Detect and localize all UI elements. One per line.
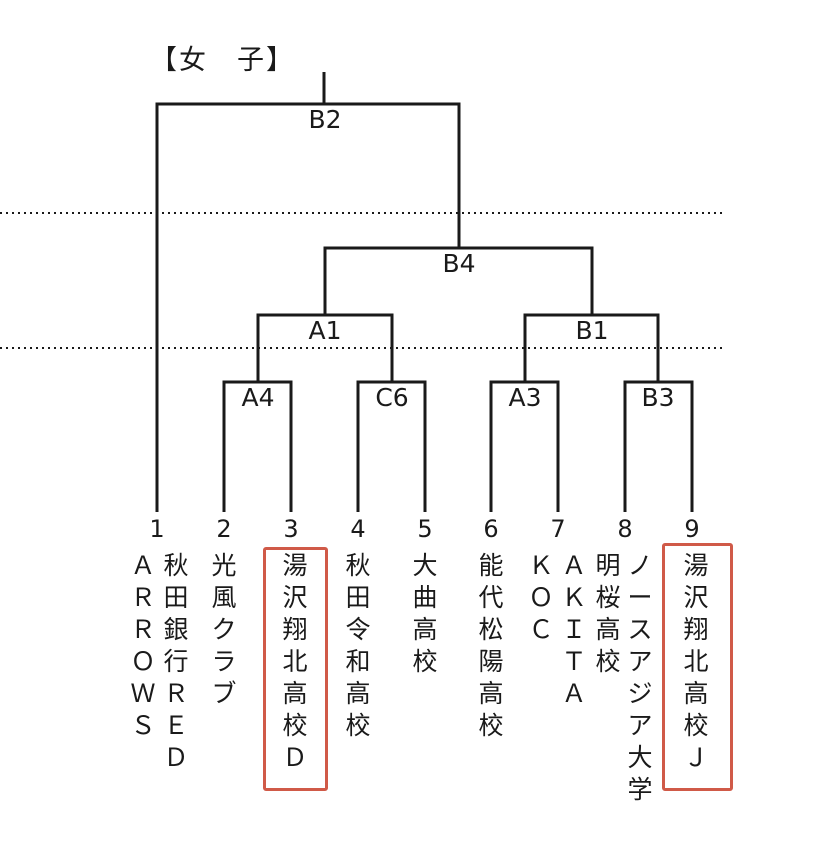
highlight-box-team-9 (662, 543, 733, 791)
team-number-1: 1 (149, 515, 165, 543)
match-label-b3: B3 (640, 383, 676, 412)
match-label-c6: C6 (374, 383, 410, 412)
team-8-name-col-1: 明桜高校 (595, 551, 621, 676)
match-label-a4: A4 (240, 383, 276, 412)
team-5-name: 大曲高校 (412, 551, 438, 676)
match-label-a1: A1 (307, 316, 343, 345)
team-6-name: 能代松陽高校 (478, 551, 504, 740)
team-9-name: 湯沢翔北高校Ｊ (683, 551, 709, 772)
team-1-name-col-1: ＡＲＲＯＷＳ (130, 551, 156, 740)
match-a4-lines (222, 380, 293, 512)
team-number-4: 4 (350, 515, 366, 543)
match-a3-lines (489, 380, 560, 512)
team-number-5: 5 (417, 515, 433, 543)
bracket-title: 【女 子】 (150, 45, 295, 76)
match-label-b1: B1 (574, 316, 610, 345)
highlight-box-team-3 (263, 547, 328, 791)
team-7-name-col-1: ＫＯＣ (528, 551, 554, 644)
team-2-name: 光風クラブ (211, 551, 237, 708)
team-8-name-col-2: ノースアジア大学 (627, 551, 653, 804)
match-label-b4: B4 (441, 249, 477, 278)
team-3-name: 湯沢翔北高校Ｄ (282, 551, 308, 772)
team-number-9: 9 (684, 515, 700, 543)
team-4-name: 秋田令和高校 (345, 551, 371, 740)
team-number-3: 3 (283, 515, 299, 543)
match-c6-lines (356, 380, 427, 512)
team-number-7: 7 (550, 515, 566, 543)
match-label-a3: A3 (507, 383, 543, 412)
match-b2-lines (155, 102, 461, 512)
team-number-2: 2 (216, 515, 232, 543)
team-number-8: 8 (617, 515, 633, 543)
match-a1-lines (256, 313, 394, 382)
team-1-name-col-2: 秋田銀行ＲＥＤ (163, 551, 189, 772)
match-b4-lines (323, 246, 594, 315)
match-label-b2: B2 (307, 105, 343, 134)
match-b1-lines (523, 313, 660, 382)
team-number-6: 6 (483, 515, 499, 543)
match-b3-lines (623, 380, 694, 512)
team-7-name-col-2: ＡＫＩＴＡ (561, 551, 587, 708)
